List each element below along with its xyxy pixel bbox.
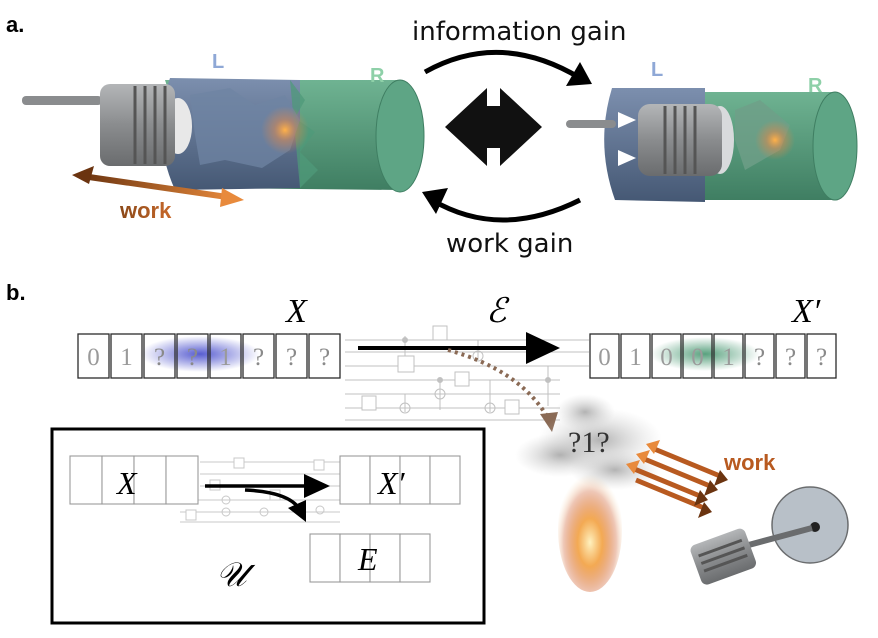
left-cylinder-engine — [22, 78, 425, 193]
output-tape-symbol: 1 — [629, 344, 642, 371]
input-tape-symbol: ? — [286, 344, 297, 371]
output-tape-symbol: 0 — [598, 344, 611, 371]
output-tape-symbol: ? — [816, 344, 827, 371]
work-label-a: work — [119, 198, 172, 223]
output-tape-cell — [806, 333, 837, 379]
channel-arrowhead — [526, 332, 560, 364]
output-tape-cell — [744, 333, 775, 379]
work-arrows — [631, 445, 721, 511]
left-chamber-label-2: L — [651, 59, 663, 81]
output-tape-cell — [682, 333, 713, 379]
dissipation-arrow — [447, 348, 550, 420]
right-cylinder-engine — [566, 88, 858, 202]
input-tape-symbol: ? — [154, 344, 165, 371]
information-gain-arrowhead — [566, 62, 592, 86]
work-gain-arrow — [430, 197, 582, 223]
output-tape-symbol: 0 — [660, 344, 673, 371]
output-tape-cell — [620, 333, 651, 379]
output-tape-cell — [651, 333, 682, 379]
input-tape-cell — [308, 333, 341, 379]
cloud-text: ?1? — [568, 426, 610, 459]
panel-b-label: b. — [6, 280, 26, 305]
flame — [558, 468, 622, 592]
particle-glow-right — [755, 120, 795, 160]
work-double-arrow — [72, 166, 244, 207]
work-arrowheads — [694, 470, 728, 518]
input-tape-cell — [209, 333, 242, 379]
input-tape-symbol: ? — [319, 344, 330, 371]
input-tape-cell — [242, 333, 275, 379]
output-tape-cell — [713, 333, 744, 379]
input-tape-cell — [143, 333, 176, 379]
input-tape-symbol: 0 — [87, 344, 100, 371]
flywheel-engine — [690, 486, 849, 585]
inset-box — [50, 427, 486, 625]
work-arrow-tails — [626, 440, 660, 474]
output-tape-cell — [775, 333, 806, 379]
input-tape-symbol: 1 — [120, 344, 133, 371]
work-gain-label: work gain — [446, 229, 573, 259]
inset-env-symbol: E — [357, 541, 378, 577]
particle-glow — [261, 106, 309, 154]
inset-input-symbol: X — [115, 465, 138, 501]
right-chamber-label-2: R — [808, 75, 823, 97]
left-chamber-label: L — [212, 51, 224, 73]
input-tape-cell — [110, 333, 143, 379]
output-tape-symbol: ? — [785, 344, 796, 371]
work-gain-arrowhead — [422, 188, 448, 214]
exchange-double-arrow — [445, 88, 542, 166]
input-tape-cell — [275, 333, 308, 379]
input-tape-symbol: ? — [187, 344, 198, 371]
circuit-diagram — [345, 325, 590, 421]
input-tape-symbol: 1 — [219, 344, 232, 371]
input-tape-cell — [77, 333, 110, 379]
output-tape-symbol: ? — [754, 344, 765, 371]
output-symbol: X′ — [790, 293, 821, 330]
channel-symbol: ℰ — [486, 293, 510, 330]
output-tape-cell — [589, 333, 620, 379]
input-tape-symbol: ? — [253, 344, 264, 371]
input-tape-cell — [176, 333, 209, 379]
information-gain-arrow — [423, 50, 582, 81]
work-label-b: work — [723, 450, 776, 475]
output-tape-symbol: 0 — [691, 344, 704, 371]
information-gain-label: information gain — [412, 17, 626, 47]
inset-output-symbol: X′ — [376, 465, 406, 501]
input-symbol: X — [284, 293, 308, 330]
right-chamber-label: R — [370, 65, 385, 87]
panel-a-label: a. — [6, 12, 24, 37]
output-tape-symbol: 1 — [722, 344, 735, 371]
